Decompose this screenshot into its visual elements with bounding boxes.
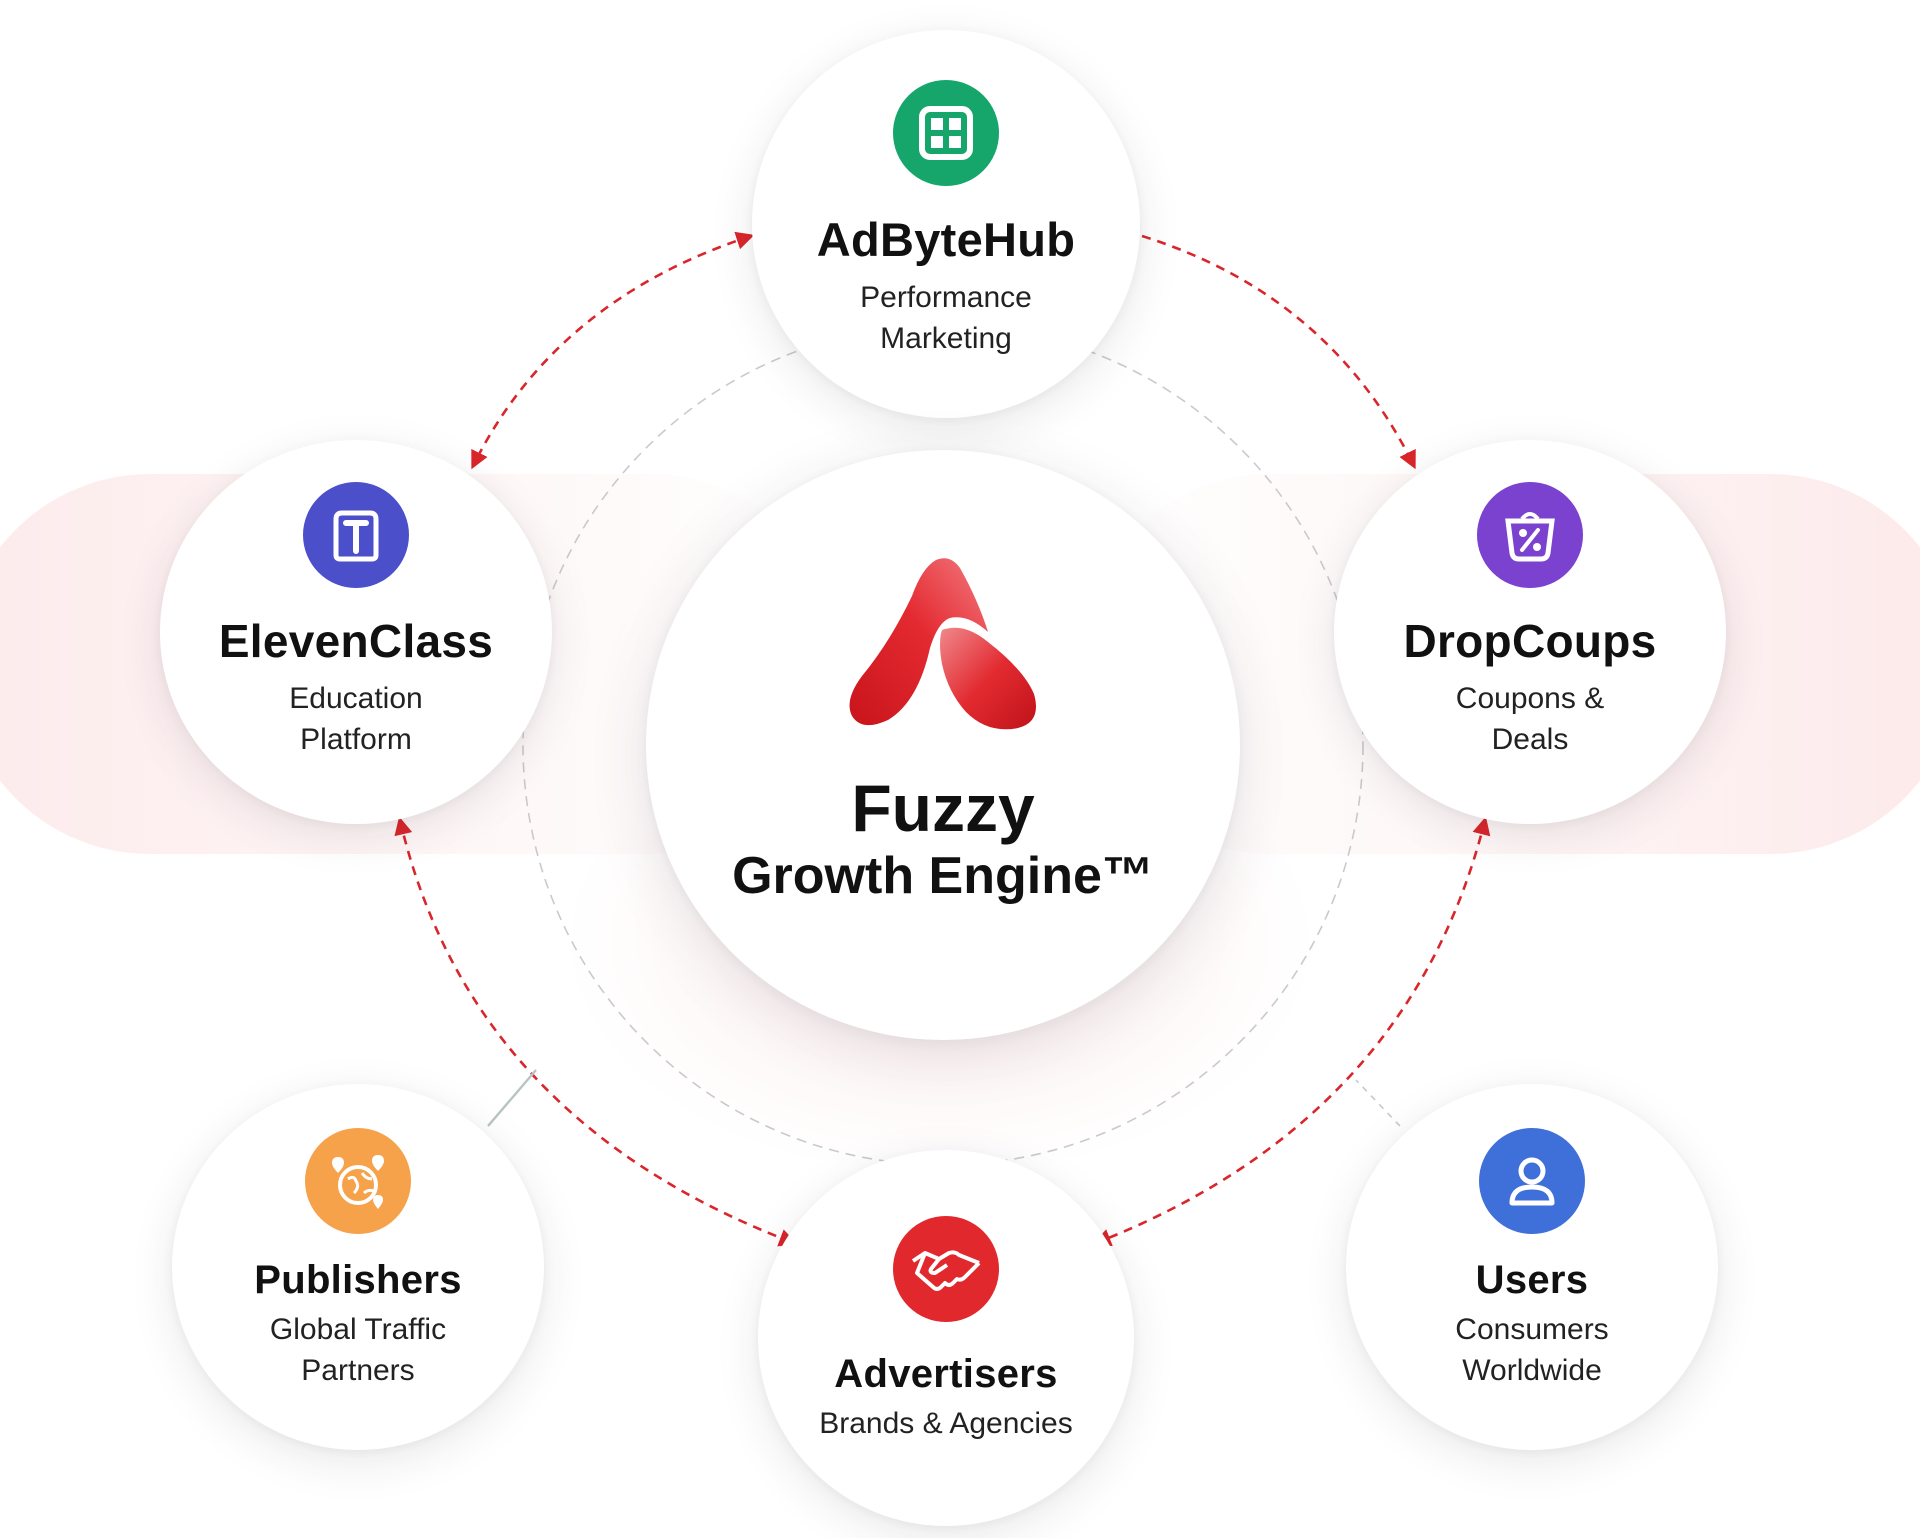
adbytehub-sub-2: Marketing (880, 322, 1012, 355)
connector-hub-to-coupons (1141, 234, 1416, 470)
publishers-name: Publishers (254, 1258, 462, 1302)
elevenclass-badge (303, 482, 409, 588)
fuzzy-a-logo-icon (849, 558, 1036, 730)
user-icon (1509, 1157, 1555, 1206)
adbytehub-badge (893, 80, 999, 186)
fuzzy-logo (838, 552, 1048, 742)
advertisers-name: Advertisers (834, 1352, 1058, 1396)
dropcoups-badge (1477, 482, 1583, 588)
elevenclass-sub-1: Education (289, 682, 423, 715)
node-users[interactable]: Users Consumers Worldwide (1346, 1084, 1718, 1450)
connector-hub-to-education (471, 231, 755, 470)
node-elevenclass[interactable]: ElevenClass Education Platform (160, 440, 552, 824)
connector-education-to-advertisers (394, 816, 798, 1247)
advertisers-badge (893, 1216, 999, 1322)
users-name: Users (1475, 1258, 1589, 1302)
users-sub-2: Worldwide (1462, 1354, 1602, 1387)
connector-coupons-to-advertisers (1092, 816, 1491, 1247)
users-badge (1479, 1128, 1585, 1234)
elevenclass-sub-2: Platform (300, 723, 412, 756)
handshake-icon (911, 1250, 981, 1291)
book-icon (333, 510, 379, 562)
node-adbytehub[interactable]: AdByteHub Performance Marketing (752, 30, 1140, 418)
grid-icon (919, 106, 973, 160)
coupon-bag-icon (1505, 512, 1555, 562)
node-publishers[interactable]: Publishers Global Traffic Partners (172, 1084, 544, 1450)
users-sub-1: Consumers (1455, 1313, 1609, 1346)
publishers-badge (305, 1128, 411, 1234)
dropcoups-name: DropCoups (1403, 615, 1657, 667)
adbytehub-sub-1: Performance (860, 281, 1032, 314)
dropcoups-sub-1: Coupons & (1455, 682, 1605, 715)
node-advertisers[interactable]: Advertisers Brands & Agencies (758, 1150, 1134, 1526)
globe-pins-icon (332, 1155, 384, 1209)
node-dropcoups[interactable]: DropCoups Coupons & Deals (1334, 440, 1726, 824)
publishers-sub-1: Global Traffic (269, 1313, 447, 1346)
adbytehub-name: AdByteHub (816, 213, 1076, 266)
connector-users-link (1355, 1079, 1401, 1127)
node-fuzzy-growth-engine[interactable]: Fuzzy Growth Engine™ (646, 450, 1240, 1040)
dropcoups-sub-2: Deals (1491, 723, 1569, 756)
elevenclass-name: ElevenClass (218, 615, 494, 667)
center-title: Fuzzy (851, 771, 1035, 845)
publishers-sub-2: Partners (301, 1354, 415, 1387)
connector-publishers-link (487, 1069, 537, 1127)
advertisers-sub-1: Brands & Agencies (819, 1407, 1073, 1440)
center-subtitle: Growth Engine™ (732, 847, 1154, 905)
